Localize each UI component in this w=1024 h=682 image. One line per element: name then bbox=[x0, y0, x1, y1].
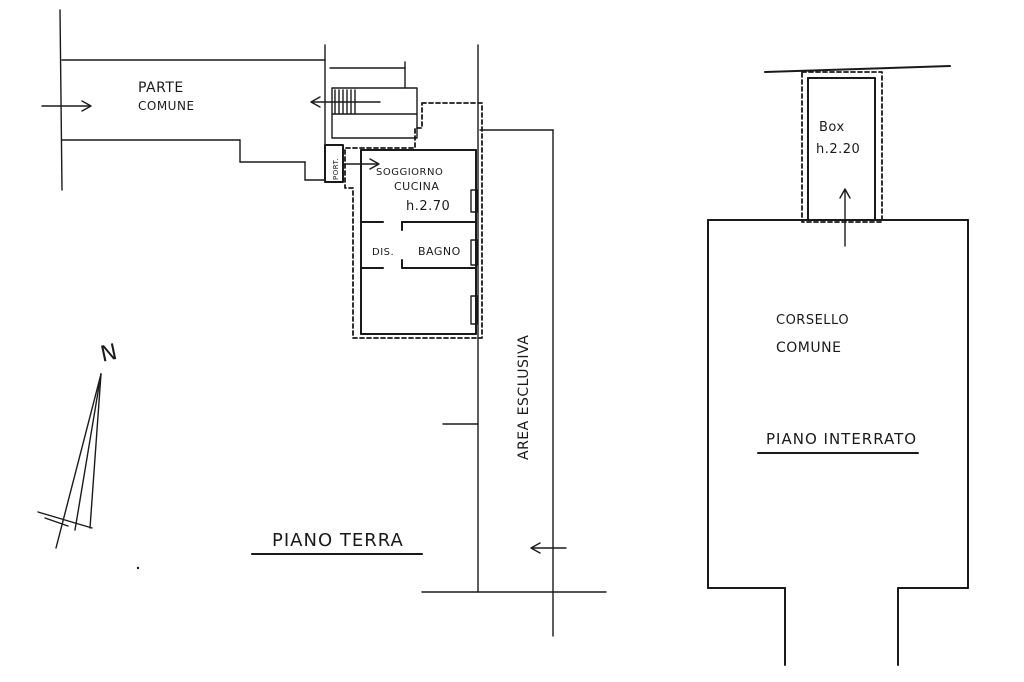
ink-dot bbox=[136, 566, 140, 570]
exclusive-area-entry-arrow-icon bbox=[530, 542, 567, 554]
entrance-arrow-icon bbox=[41, 100, 92, 112]
ground-floor-title: PIANO TERRA bbox=[272, 530, 404, 551]
garage-entry-arrow-icon bbox=[839, 188, 851, 247]
living-room-label-line1: SOGGIORNO bbox=[376, 167, 443, 178]
north-label: N bbox=[98, 340, 120, 368]
exclusive-area-label: AREA ESCLUSIVA bbox=[516, 335, 532, 460]
staircase bbox=[329, 61, 418, 139]
north-arrow: N bbox=[37, 340, 121, 549]
porch-label: PORT. bbox=[332, 158, 340, 180]
stair-arrow-icon bbox=[310, 96, 381, 108]
driveway-outline bbox=[707, 219, 969, 666]
living-room-height-label: h.2.70 bbox=[406, 199, 450, 214]
basement-title: PIANO INTERRATO bbox=[766, 430, 917, 448]
basement-plan: Box h.2.20 CORSELLO COMUNE PIANO INTERRA… bbox=[707, 65, 969, 666]
box-label: Box bbox=[819, 120, 845, 135]
garage-box bbox=[801, 71, 883, 223]
living-room-label-line2: CUCINA bbox=[394, 180, 439, 193]
bathroom-label: BAGNO bbox=[418, 245, 461, 258]
common-part-outline bbox=[59, 9, 326, 191]
box-height-label: h.2.20 bbox=[816, 142, 860, 157]
common-part-label-line2: COMUNE bbox=[138, 99, 195, 113]
exclusive-area-outline bbox=[421, 44, 607, 637]
property-dashed-boundary bbox=[344, 102, 483, 339]
basement-top-slab bbox=[764, 65, 951, 73]
driveway-label-line1: CORSELLO bbox=[776, 313, 849, 328]
porch: PORT. bbox=[324, 144, 344, 183]
driveway-label-line2: COMUNE bbox=[776, 340, 841, 356]
hall-label: DIS. bbox=[372, 247, 394, 258]
common-part-label-line1: PARTE bbox=[138, 80, 184, 96]
ground-floor-plan: PARTE COMUNE PORT. bbox=[41, 9, 607, 637]
apartment-walls bbox=[360, 149, 478, 335]
